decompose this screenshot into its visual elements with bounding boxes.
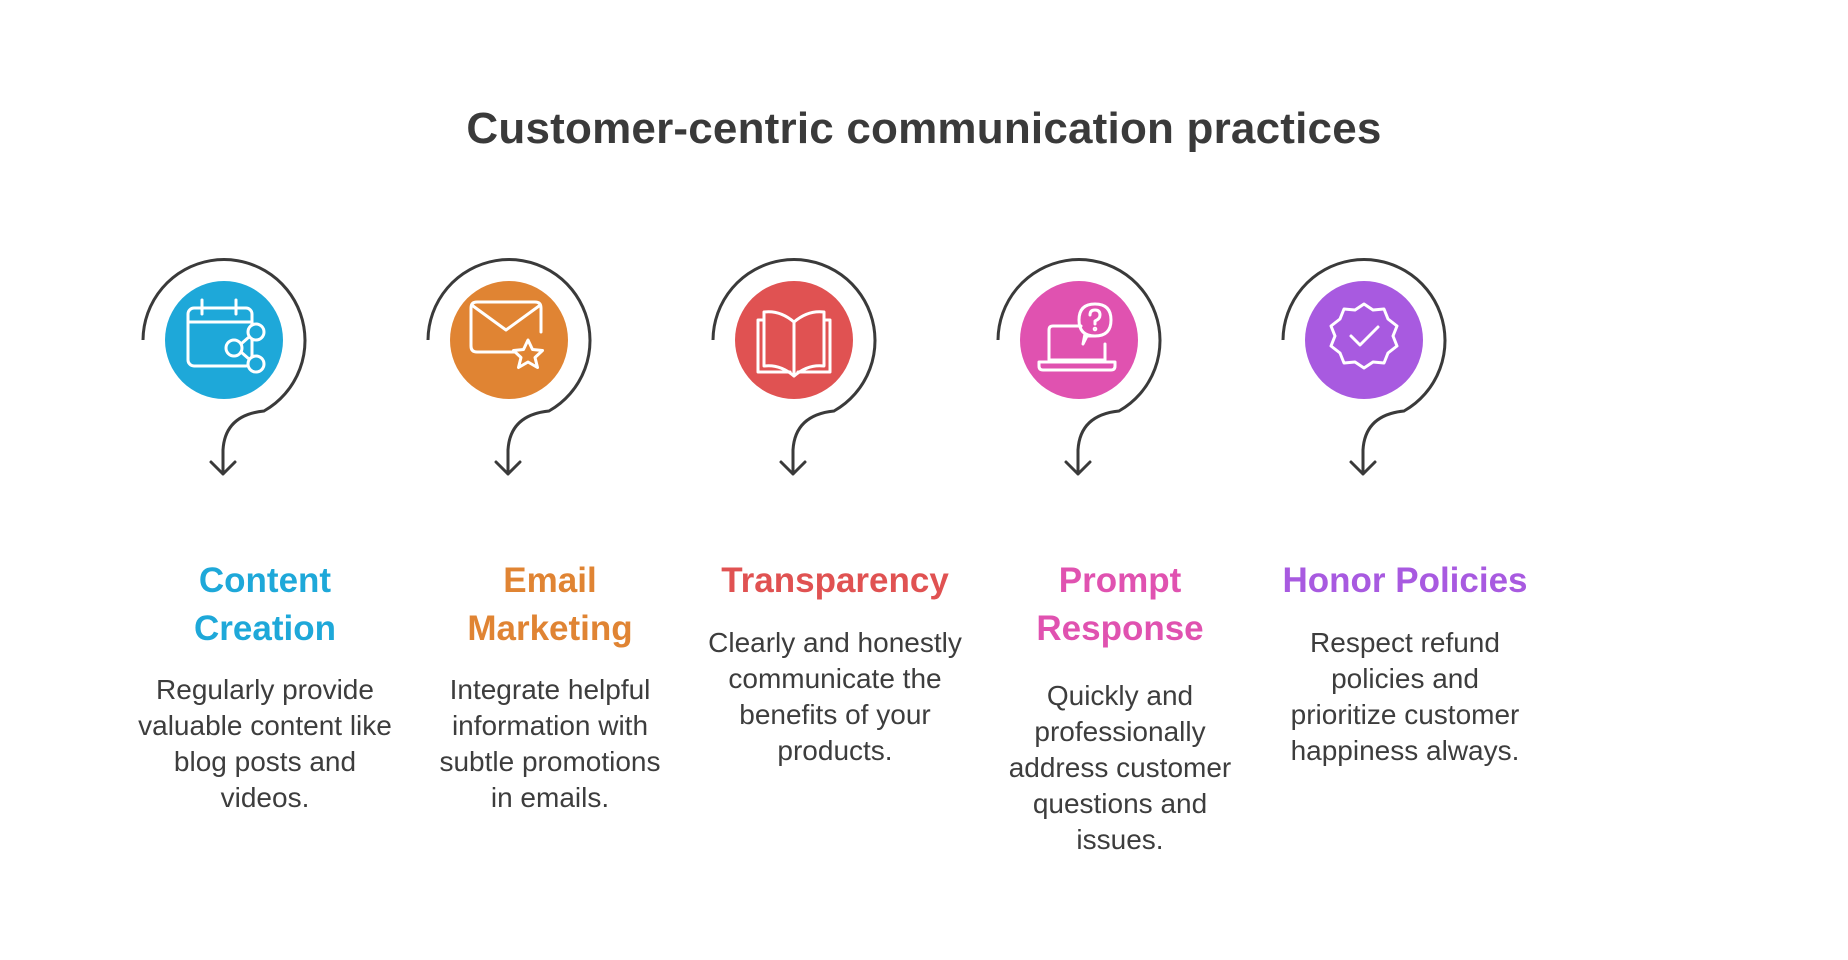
step-description: Integrate helpful information with subtl… [439,674,661,813]
icon-circle [1020,281,1138,399]
arrow-down-icon [209,448,237,476]
step-heading: Email Marketing [467,561,633,648]
step-graphic [100,240,430,480]
arrow-down-icon [779,448,807,476]
arrow-down-icon [1349,448,1377,476]
arc-connector [996,258,1162,451]
page-title: Customer-centric communication practices [466,104,1382,153]
step-heading: Content Creation [194,561,336,648]
step-description: Clearly and honestly communicate the ben… [708,627,962,766]
step-graphic [385,240,715,480]
icon-circle [450,281,568,399]
step-heading: Prompt Response [1036,561,1204,648]
arc-connector [141,258,307,451]
open-book-icon [756,310,832,378]
step-honor-policies: Honor Policies Respect refund policies a… [1240,0,1570,960]
step-heading: Transparency [721,561,949,600]
step-description: Regularly provide valuable content like … [138,674,392,813]
icon-circle [165,281,283,399]
step-heading: Honor Policies [1282,561,1528,600]
step-graphic [955,240,1285,480]
arc-connector [711,258,877,451]
arc-connector [426,258,592,451]
arrow-down-icon [1064,448,1092,476]
step-prompt-response: Prompt Response Quickly and professional… [955,0,1285,960]
step-graphic [1240,240,1570,480]
envelope-star-icon [469,300,544,369]
calendar-share-icon [186,298,266,374]
step-email-marketing: Email Marketing Integrate helpful inform… [385,0,715,960]
badge-check-icon [1329,302,1399,370]
arrow-down-icon [494,448,522,476]
step-content-creation: Content Creation Regularly provide valua… [100,0,430,960]
arc-connector [1281,258,1447,451]
step-description: Respect refund policies and prioritize c… [1290,627,1520,766]
step-description: Quickly and professionally address custo… [1008,680,1232,855]
laptop-question-icon [1037,302,1117,372]
step-graphic [670,240,1000,480]
step-transparency: Transparency Clearly and honestly commun… [670,0,1000,960]
